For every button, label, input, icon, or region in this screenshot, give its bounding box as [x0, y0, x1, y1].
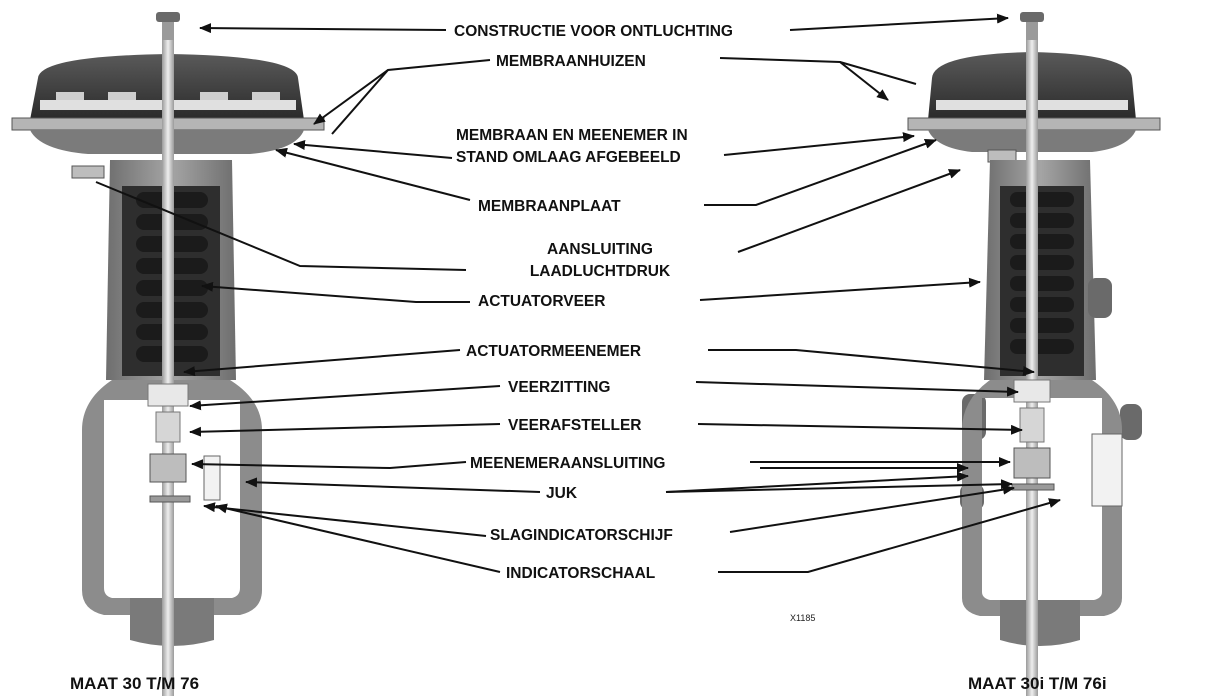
leader-adjuster-right: [697, 423, 1023, 435]
leader-yoke-right: [665, 471, 969, 493]
caption-right: MAAT 30i T/M 76i: [968, 674, 1107, 693]
leader-connector-left: [191, 459, 467, 470]
yoke-frame-right: [962, 380, 1122, 616]
label-spring-seat: VEERZITTING: [508, 379, 610, 396]
actuator-right-illustration: [907, 12, 1161, 696]
indicator-scale-right: [1091, 433, 1123, 507]
label-spring-adjuster: VEERAFSTELLER: [508, 417, 641, 434]
loading-connection-left: [71, 165, 105, 179]
label-diaphragm-stem-2: STAND OMLAAG AFGEBEELD: [456, 149, 681, 166]
leader-scale-right: [718, 498, 1061, 573]
spring-seat-left: [147, 383, 189, 407]
stem-connector-left: [149, 453, 187, 483]
leader-loading-right: [737, 169, 961, 253]
label-actuator-stem: ACTUATORMEENEMER: [466, 343, 641, 360]
label-indicator-scale: INDICATORSCHAAL: [506, 565, 655, 582]
leader-casings-left-1: [313, 59, 491, 125]
callout-labels: CONSTRUCTIE VOOR ONTLUCHTING MEMBRAANHUI…: [454, 23, 733, 582]
spring-adjuster-left: [155, 411, 181, 443]
leader-seat-right: [695, 381, 1019, 397]
leader-yoke-left: [245, 477, 541, 493]
leader-casings-left-2: [331, 69, 389, 135]
leader-spring-right: [699, 277, 981, 301]
label-vent: CONSTRUCTIE VOOR ONTLUCHTING: [454, 23, 733, 40]
leader-disk-left: [203, 502, 487, 537]
leader-vent-right: [789, 13, 1009, 31]
leader-disk-right: [729, 484, 1015, 533]
label-diaphragm-casings: MEMBRAANHUIZEN: [496, 53, 646, 70]
label-loading-connection-1: AANSLUITING: [547, 241, 653, 258]
leader-seat-left: [189, 385, 501, 411]
leader-loading-left: [95, 181, 467, 271]
leader-diaphragm-right: [723, 132, 915, 156]
leader-lines: [95, 13, 1061, 573]
spring-seat-right: [1013, 379, 1051, 403]
leader-diaphragm-left: [293, 139, 453, 159]
leader-stem-left: [183, 349, 461, 377]
vent-cap-right: [1020, 12, 1044, 22]
indicator-scale-left: [203, 455, 221, 501]
caption-left: MAAT 30 T/M 76: [70, 674, 199, 693]
label-yoke: JUK: [546, 485, 578, 502]
leader-stem-right: [708, 349, 1035, 376]
leader-vent-left: [199, 23, 447, 34]
leader-casings-right-1: [719, 57, 889, 101]
leader-spring-left: [201, 281, 470, 303]
label-loading-connection-2: LAADLUCHTDRUK: [530, 263, 671, 280]
label-diaphragm-plate: MEMBRAANPLAAT: [478, 198, 621, 215]
stem-connector-right: [1013, 447, 1051, 479]
label-travel-indicator-disk: SLAGINDICATORSCHIJF: [490, 527, 673, 544]
actuator-stem-left: [162, 40, 174, 696]
travel-indicator-disk-right: [1011, 483, 1055, 491]
label-diaphragm-stem-1: MEMBRAAN EN MEENEMER IN: [456, 127, 688, 144]
leader-scale-left: [215, 503, 501, 573]
vent-cap-left: [156, 12, 180, 22]
actuator-left-illustration: [11, 12, 325, 696]
label-stem-connector: MEENEMERAANSLUITING: [470, 455, 665, 472]
leader-adjuster-left: [189, 423, 501, 437]
leader-yoke-right-2: [665, 479, 1013, 493]
figure-code: X1185: [790, 613, 815, 623]
leader-plate-left: [275, 147, 471, 201]
spring-adjuster-right: [1019, 407, 1045, 443]
label-actuator-spring: ACTUATORVEER: [478, 293, 605, 310]
leader-plate-right: [704, 139, 937, 206]
leader-casings-right-2: [839, 61, 917, 85]
actuator-stem-right: [1026, 40, 1038, 696]
travel-indicator-disk-left: [149, 495, 191, 503]
